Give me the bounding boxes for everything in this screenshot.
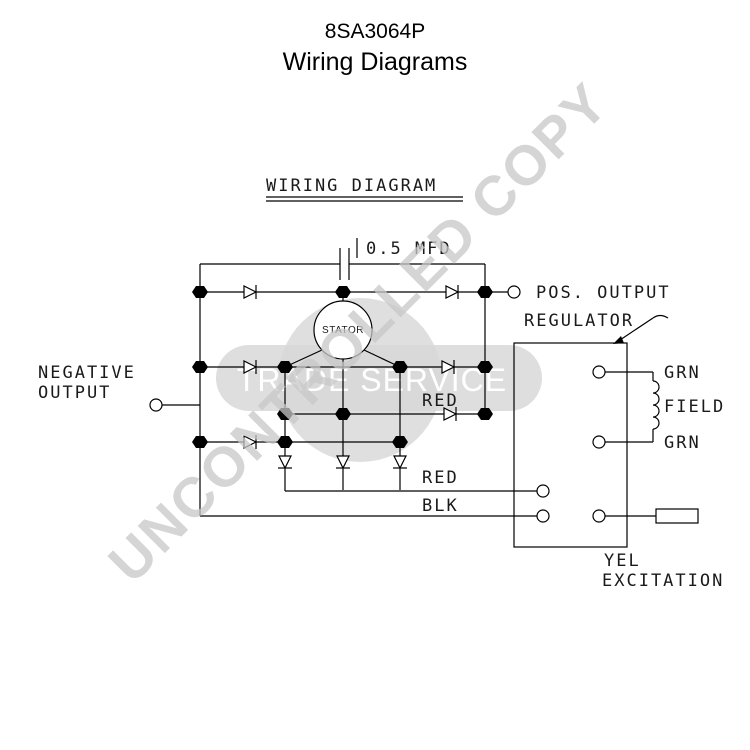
regulator-box: [513, 342, 628, 548]
grn-label-top: GRN: [664, 363, 701, 383]
blk-terminal: [536, 509, 550, 523]
red-terminal: [536, 484, 550, 498]
excitation-label: EXCITATION: [602, 571, 724, 591]
negative-output-label-2: OUTPUT: [38, 383, 111, 403]
regulator-label: REGULATOR: [524, 311, 634, 331]
diode: [336, 455, 350, 470]
grn-label-bottom: GRN: [664, 433, 701, 453]
stator-label: STATOR: [322, 325, 364, 336]
excitation-resistor: [655, 508, 699, 524]
red-label-bottom: RED: [422, 468, 459, 488]
diode: [441, 360, 456, 374]
grn-terminal-bottom: [592, 435, 606, 449]
junction-dots: [192, 286, 493, 448]
diode: [278, 455, 292, 470]
diode: [243, 360, 258, 374]
blk-label: BLK: [422, 496, 459, 516]
pos-output-terminal: [507, 285, 521, 299]
red-label-top: RED: [422, 391, 459, 411]
yel-label: YEL: [604, 551, 641, 571]
diode: [243, 285, 258, 299]
capacitor-label: 0.5 MFD: [366, 239, 452, 259]
page-title: Wiring Diagrams: [282, 48, 468, 76]
grn-terminal-top: [592, 365, 606, 379]
excitation-terminal: [592, 509, 606, 523]
diode: [443, 407, 458, 421]
field-label: FIELD: [664, 397, 725, 417]
negative-output-label: NEGATIVE: [38, 363, 136, 383]
pos-output-label: POS. OUTPUT: [536, 283, 671, 303]
diode: [243, 435, 258, 449]
part-number: 8SA3064P: [324, 20, 426, 43]
field-coil: [652, 380, 660, 430]
negative-output-terminal: [149, 398, 163, 412]
diode: [445, 285, 460, 299]
diode: [393, 455, 407, 470]
wiring-diagram-heading: WIRING DIAGRAM: [266, 176, 437, 196]
